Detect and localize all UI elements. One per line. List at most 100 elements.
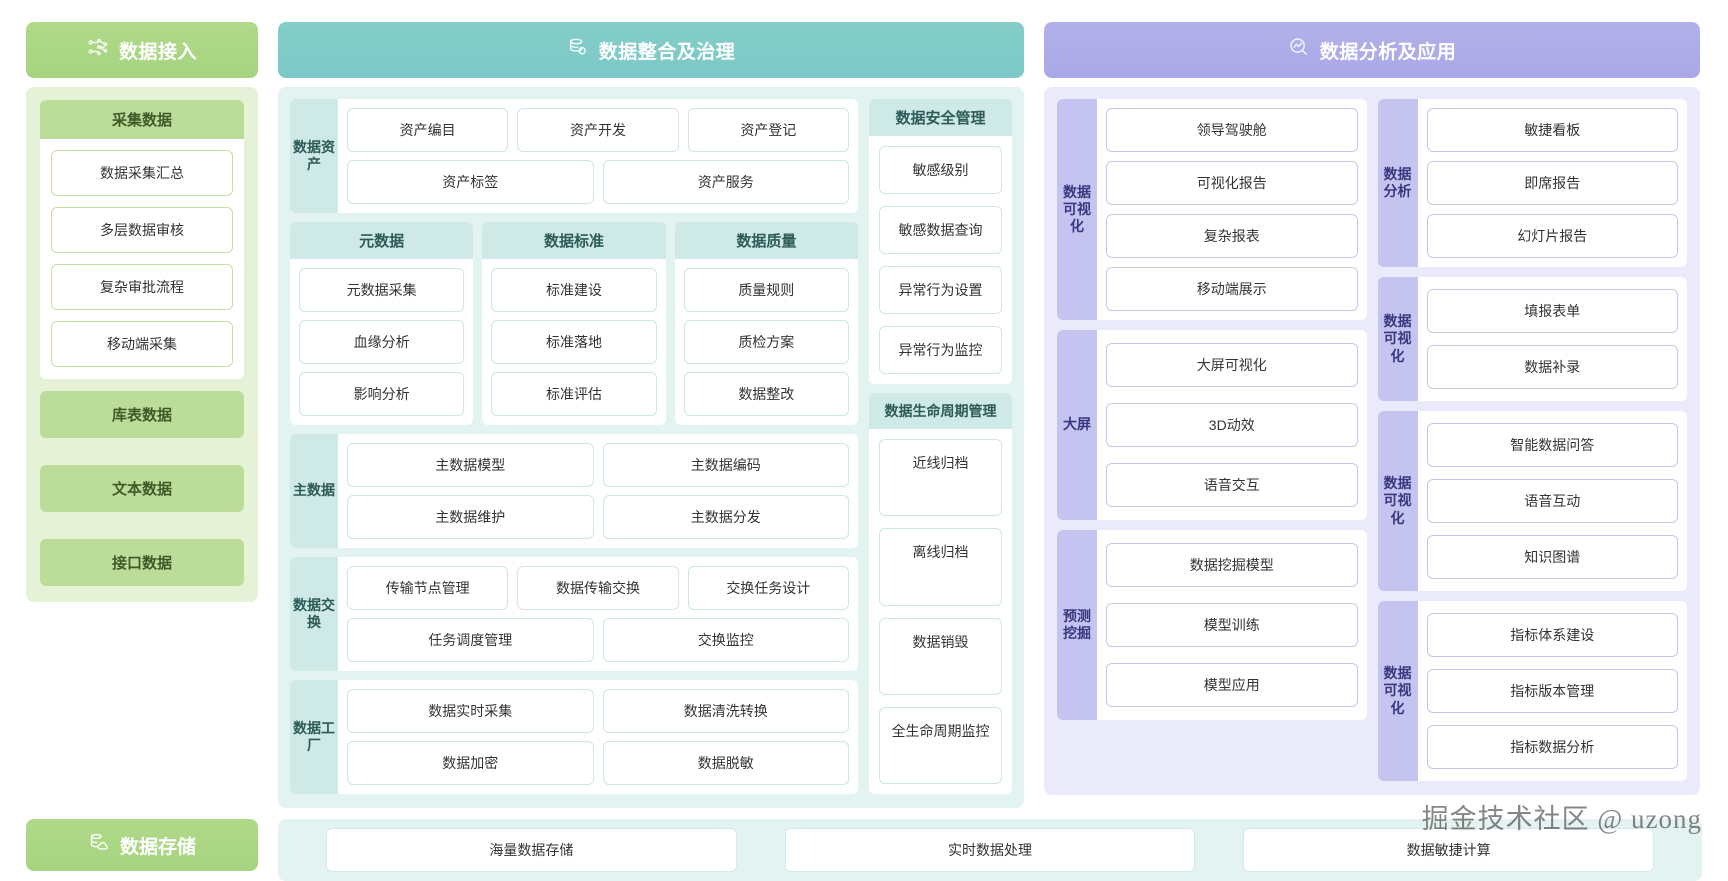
list-item[interactable]: 数据整改 xyxy=(683,372,849,416)
list-item[interactable]: 交换任务设计 xyxy=(687,566,849,610)
panel-data-ingest: 采集数据 数据采集汇总 多层数据审核 复杂审批流程 移动端采集 库表数据 文本数… xyxy=(26,87,258,602)
list-item[interactable]: 移动端采集 xyxy=(51,321,233,367)
list-item[interactable]: 主数据编码 xyxy=(602,443,849,487)
list-item[interactable]: 离线归档 xyxy=(879,528,1002,606)
banner-title-storage: 数据存储 xyxy=(119,836,196,858)
list-item[interactable]: 全生命周期监控 xyxy=(879,706,1002,784)
list-item[interactable]: 指标版本管理 xyxy=(1426,669,1678,713)
list-item[interactable]: 标准落地 xyxy=(491,320,657,364)
list-item[interactable]: 数据补录 xyxy=(1426,345,1678,389)
list-item[interactable]: 敏感数据查询 xyxy=(879,206,1002,254)
panel-data-governance: 数据资产 资产编目 资产开发 资产登记 资产标签 资产服务 xyxy=(278,87,1024,808)
list-item[interactable]: 海量数据存储 xyxy=(326,828,737,872)
row-data-storage: 数据存储 海量数据存储 实时数据处理 数据敏捷计算 xyxy=(26,819,1702,881)
row-label-data-asset: 数据资产 xyxy=(290,99,338,213)
box-items-metadata: 元数据采集 血缘分析 影响分析 xyxy=(290,259,473,425)
list-item[interactable]: 资产开发 xyxy=(517,108,679,152)
row-cells-master-data: 主数据模型 主数据编码 主数据维护 主数据分发 xyxy=(338,434,858,548)
list-item[interactable]: 资产编目 xyxy=(347,108,509,152)
list-item[interactable]: 复杂审批流程 xyxy=(51,264,233,310)
list-item[interactable]: 资产登记 xyxy=(687,108,849,152)
list-item[interactable]: 元数据采集 xyxy=(299,268,465,312)
list-item[interactable]: 质量规则 xyxy=(683,268,849,312)
list-item[interactable]: 近线归档 xyxy=(879,439,1002,517)
list-item[interactable]: 复杂报表 xyxy=(1106,214,1358,258)
list-item[interactable]: 敏捷看板 xyxy=(1426,108,1678,152)
group-title-interface-data[interactable]: 接口数据 xyxy=(40,539,244,586)
box-data-lifecycle: 数据生命周期管理 近线归档 离线归档 数据销毁 全生命周期监控 xyxy=(869,393,1012,794)
list-item[interactable]: 多层数据审核 xyxy=(51,207,233,253)
list-item[interactable]: 即席报告 xyxy=(1426,161,1678,205)
list-item[interactable]: 数据采集汇总 xyxy=(51,150,233,196)
list-item[interactable]: 领导驾驶舱 xyxy=(1106,108,1358,152)
cell-line: 任务调度管理 交换监控 xyxy=(347,618,849,662)
row-label-data-exchange: 数据交换 xyxy=(290,557,338,671)
group-title-text-data[interactable]: 文本数据 xyxy=(40,465,244,512)
list-item[interactable]: 标准建设 xyxy=(491,268,657,312)
row-cells-data-factory: 数据实时采集 数据清洗转换 数据加密 数据脱敏 xyxy=(338,680,858,794)
box-data-standard: 数据标准 标准建设 标准落地 标准评估 xyxy=(482,222,666,425)
list-item[interactable]: 资产标签 xyxy=(347,160,594,204)
list-item[interactable]: 任务调度管理 xyxy=(347,618,594,662)
list-item[interactable]: 数据传输交换 xyxy=(517,566,679,610)
banner-data-governance: 数据整合及治理 xyxy=(278,22,1024,78)
list-item[interactable]: 指标数据分析 xyxy=(1426,725,1678,769)
governance-side: 数据安全管理 敏感级别 敏感数据查询 异常行为设置 异常行为监控 数据生命周期管… xyxy=(869,99,1012,794)
list-item[interactable]: 大屏可视化 xyxy=(1106,343,1358,387)
banner-data-ingest: 数据接入 xyxy=(26,22,258,78)
list-item[interactable]: 异常行为监控 xyxy=(879,326,1002,374)
list-item[interactable]: 资产服务 xyxy=(602,160,849,204)
list-item[interactable]: 数据脱敏 xyxy=(602,741,849,785)
row-cells-data-visualization: 领导驾驶舱 可视化报告 复杂报表 移动端展示 xyxy=(1097,99,1367,320)
list-item[interactable]: 数据加密 xyxy=(347,741,594,785)
list-item[interactable]: 数据敏捷计算 xyxy=(1243,828,1655,872)
list-item[interactable]: 交换监控 xyxy=(602,618,849,662)
list-item[interactable]: 填报表单 xyxy=(1426,289,1678,333)
list-item[interactable]: 异常行为设置 xyxy=(879,266,1002,314)
list-item[interactable]: 指标体系建设 xyxy=(1426,613,1678,657)
list-item[interactable]: 语音互动 xyxy=(1426,479,1678,523)
column-data-governance: 数据整合及治理 数据资产 资产编目 资产开发 资产登 xyxy=(278,22,1024,808)
list-item[interactable]: 影响分析 xyxy=(299,372,465,416)
list-item[interactable]: 3D动效 xyxy=(1106,403,1358,447)
row-cells-data-exchange: 传输节点管理 数据传输交换 交换任务设计 任务调度管理 交换监控 xyxy=(338,557,858,671)
list-item[interactable]: 智能数据问答 xyxy=(1426,423,1678,467)
row-label-data-visualization-qa: 数据可视化 xyxy=(1377,411,1418,591)
list-item[interactable]: 数据实时采集 xyxy=(347,689,594,733)
list-item[interactable]: 敏感级别 xyxy=(879,146,1002,194)
list-item[interactable]: 主数据维护 xyxy=(347,495,594,539)
box-title-data-standard: 数据标准 xyxy=(482,222,666,259)
box-data-quality: 数据质量 质量规则 质检方案 数据整改 xyxy=(674,222,858,425)
list-item[interactable]: 可视化报告 xyxy=(1106,161,1358,205)
banner-title-governance: 数据整合及治理 xyxy=(598,41,736,63)
list-item[interactable]: 实时数据处理 xyxy=(784,828,1196,872)
group-title-table-data[interactable]: 库表数据 xyxy=(40,391,244,438)
list-item[interactable]: 主数据模型 xyxy=(347,443,594,487)
cell-line: 主数据维护 主数据分发 xyxy=(347,495,849,539)
row-master-data: 主数据 主数据模型 主数据编码 主数据维护 主数据分发 xyxy=(290,434,858,548)
box-title-metadata: 元数据 xyxy=(290,222,474,259)
group-title-collect-data: 采集数据 xyxy=(40,100,244,139)
group-items-collect-data: 数据采集汇总 多层数据审核 复杂审批流程 移动端采集 xyxy=(40,139,244,379)
list-item[interactable]: 模型应用 xyxy=(1106,663,1358,707)
list-item[interactable]: 主数据分发 xyxy=(602,495,849,539)
list-item[interactable]: 幻灯片报告 xyxy=(1426,214,1678,258)
list-item[interactable]: 语音交互 xyxy=(1106,463,1358,507)
row-data-visualization-qa: 数据可视化 智能数据问答 语音互动 知识图谱 xyxy=(1377,411,1687,591)
row-cells-predictive-mining: 数据挖掘模型 模型训练 模型应用 xyxy=(1097,530,1367,720)
analytics-right-column: 数据分析 敏捷看板 即席报告 幻灯片报告 数据可视化 填报表单 数据补 xyxy=(1377,99,1687,781)
row-label-data-visualization-metrics: 数据可视化 xyxy=(1377,601,1418,781)
list-item[interactable]: 模型训练 xyxy=(1106,603,1358,647)
row-label-predictive-mining: 预测挖掘 xyxy=(1057,530,1097,720)
list-item[interactable]: 数据销毁 xyxy=(879,617,1002,695)
list-item[interactable]: 质检方案 xyxy=(683,320,849,364)
list-item[interactable]: 知识图谱 xyxy=(1426,535,1678,579)
list-item[interactable]: 血缘分析 xyxy=(299,320,465,364)
cell-line: 主数据模型 主数据编码 xyxy=(347,443,849,487)
list-item[interactable]: 数据挖掘模型 xyxy=(1106,543,1358,587)
box-data-security: 数据安全管理 敏感级别 敏感数据查询 异常行为设置 异常行为监控 xyxy=(869,99,1012,384)
list-item[interactable]: 标准评估 xyxy=(491,372,657,416)
list-item[interactable]: 数据清洗转换 xyxy=(602,689,849,733)
list-item[interactable]: 传输节点管理 xyxy=(347,566,509,610)
list-item[interactable]: 移动端展示 xyxy=(1106,267,1358,311)
